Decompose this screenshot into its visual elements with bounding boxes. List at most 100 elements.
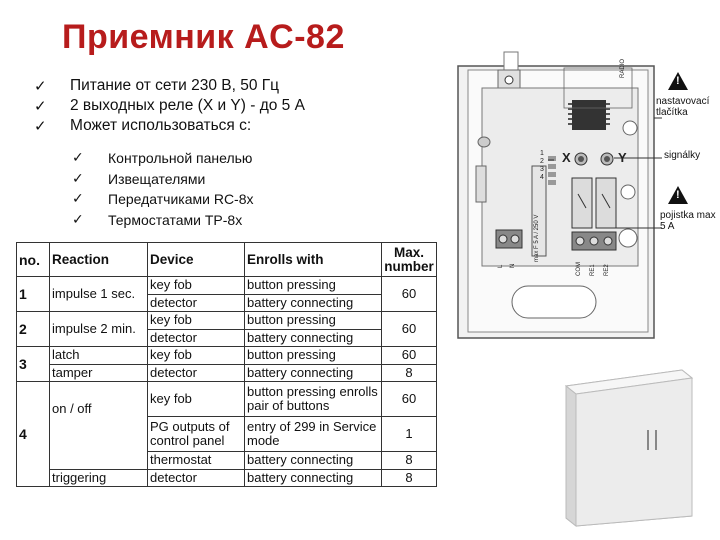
sub-bullet-item: ✓ Термостатами TP-8x (72, 210, 254, 231)
capacitor (475, 165, 487, 203)
screw-icon (504, 75, 514, 85)
cable-opening (511, 285, 597, 319)
sub-bullet-text: Извещателями (108, 170, 206, 187)
checkmark-icon: ✓ (72, 150, 84, 167)
bullet-item: ✓ 2 выходных реле (X и Y) - до 5 А (34, 96, 305, 116)
table-row: thermostat battery connecting 8 (17, 451, 437, 470)
cell-enrolls: battery connecting (244, 328, 382, 347)
cell-max: 60 (381, 311, 437, 347)
cell-enrolls: battery connecting (244, 468, 382, 487)
cell-device: key fob (147, 346, 245, 365)
cell-reaction: tamper (49, 363, 148, 382)
header-max: Max. number (381, 242, 437, 277)
cell-no: 1 (16, 276, 50, 312)
table-row: tamper detector battery connecting 8 (17, 363, 437, 382)
header-no: no. (16, 242, 50, 277)
cell-reaction: on / off (49, 381, 148, 470)
cell-reaction: latch (49, 346, 148, 365)
sub-bullet-text: Передатчиками RC-8x (108, 191, 254, 208)
cell-device: detector (147, 293, 245, 312)
bullet-list: ✓ Питание от сети 230 В, 50 Гц ✓ 2 выход… (34, 76, 305, 136)
checkmark-icon: ✓ (72, 191, 84, 208)
cell-enrolls: battery connecting (244, 293, 382, 312)
table-header-row: no. Reaction Device Enrolls with Max. nu… (16, 242, 437, 277)
bullet-item: ✓ Может использоваться с: (34, 116, 305, 136)
cell-max: 8 (381, 468, 437, 487)
bullet-text: Может использоваться с: (70, 117, 252, 134)
table-row: PG outputs of control panel entry of 299… (17, 416, 437, 452)
cell-device: PG outputs of control panel (147, 416, 245, 452)
cell-enrolls: button pressing (244, 346, 382, 365)
checkmark-icon: ✓ (34, 77, 47, 95)
table-row: 3 latch key fob button pressing 60 (16, 346, 437, 382)
top-notch (503, 51, 519, 71)
checkmark-icon: ✓ (34, 97, 47, 115)
callout-signals: signálky (664, 150, 701, 161)
cell-max: 60 (381, 276, 437, 312)
terminal-re2-label: RE2 (604, 264, 610, 276)
header-device: Device (147, 242, 245, 277)
cell-device: detector (147, 468, 245, 487)
antenna-post (622, 120, 638, 136)
cell-reaction: impulse 1 sec. (49, 276, 148, 312)
sub-bullet-item: ✓ Передатчиками RC-8x (72, 189, 254, 210)
receiver-cover-image (564, 368, 694, 528)
relay-y-label: Y (618, 150, 627, 165)
sub-bullet-text: Термостатами TP-8x (108, 211, 243, 228)
bullet-text: 2 выходных реле (X и Y) - до 5 А (70, 97, 305, 114)
fuse-rating-label: max F 5 A / 250 V (534, 214, 540, 262)
table-row: 4 on / off key fob button pressing enrol… (16, 381, 437, 487)
cell-no: 3 (16, 346, 50, 382)
callout-fuse: pojistka max 5 A (660, 210, 716, 232)
sub-bullet-item: ✓ Извещателями (72, 169, 254, 190)
led-label-2: 2 (540, 158, 544, 165)
warning-icon: ! (668, 186, 688, 204)
checkmark-icon: ✓ (72, 170, 84, 187)
radio-label: RADIO (620, 58, 626, 78)
terminal-power (495, 229, 523, 249)
header-enrolls: Enrolls with (244, 242, 382, 277)
sub-bullet-item: ✓ Контрольной панелью (72, 148, 254, 169)
radio-module (563, 67, 633, 109)
relay-x (571, 177, 593, 229)
checkmark-icon: ✓ (34, 117, 47, 135)
cell-device: thermostat (147, 451, 245, 470)
cell-reaction: triggering (49, 468, 148, 487)
cell-enrolls: button pressing enrolls pair of buttons (244, 381, 382, 417)
bullet-item: ✓ Питание от сети 230 В, 50 Гц (34, 76, 305, 96)
cell-max: 8 (381, 451, 437, 470)
cell-enrolls: entry of 299 in Service mode (244, 416, 382, 452)
led-label-3: 3 (540, 166, 544, 173)
cell-max: 60 (381, 381, 437, 417)
cell-reaction: impulse 2 min. (49, 311, 148, 347)
bullet-text: Питание от сети 230 В, 50 Гц (70, 77, 280, 94)
cell-enrolls: battery connecting (244, 363, 382, 382)
relay-y (595, 177, 617, 229)
checkmark-icon: ✓ (72, 211, 84, 228)
slide-title: Приемник AC-82 (62, 18, 345, 56)
table-row: 2 impulse 2 min. key fob button pressing… (16, 311, 437, 347)
cell-device: detector (147, 363, 245, 382)
callout-buttons: nastavovací tlačítka (656, 96, 710, 118)
led-label-4: 4 (540, 174, 544, 181)
board-drawing (457, 51, 662, 339)
terminal-n-label: N (510, 263, 516, 268)
enrollment-table: no. Reaction Device Enrolls with Max. nu… (16, 242, 437, 487)
cell-max: 1 (381, 416, 437, 452)
cell-enrolls: button pressing (244, 276, 382, 295)
sub-bullet-list: ✓ Контрольной панелью ✓ Извещателями ✓ П… (72, 148, 254, 230)
cell-device: key fob (147, 311, 245, 330)
warning-icon: ! (668, 72, 688, 90)
cell-no: 4 (16, 381, 50, 487)
sub-bullet-text: Контрольной панелью (108, 150, 253, 167)
fuse-holder (531, 165, 547, 257)
table-row: 1 impulse 1 sec. key fob button pressing… (16, 276, 437, 312)
radio-chip (572, 100, 606, 130)
terminal-com-label: COM (576, 262, 582, 276)
cell-max: 60 (381, 346, 437, 365)
led-label-1: 1 (540, 150, 544, 157)
terminal-re1-label: RE1 (590, 264, 596, 276)
cell-device: detector (147, 328, 245, 347)
cell-enrolls: button pressing (244, 311, 382, 330)
relay-x-label: X (562, 150, 571, 165)
